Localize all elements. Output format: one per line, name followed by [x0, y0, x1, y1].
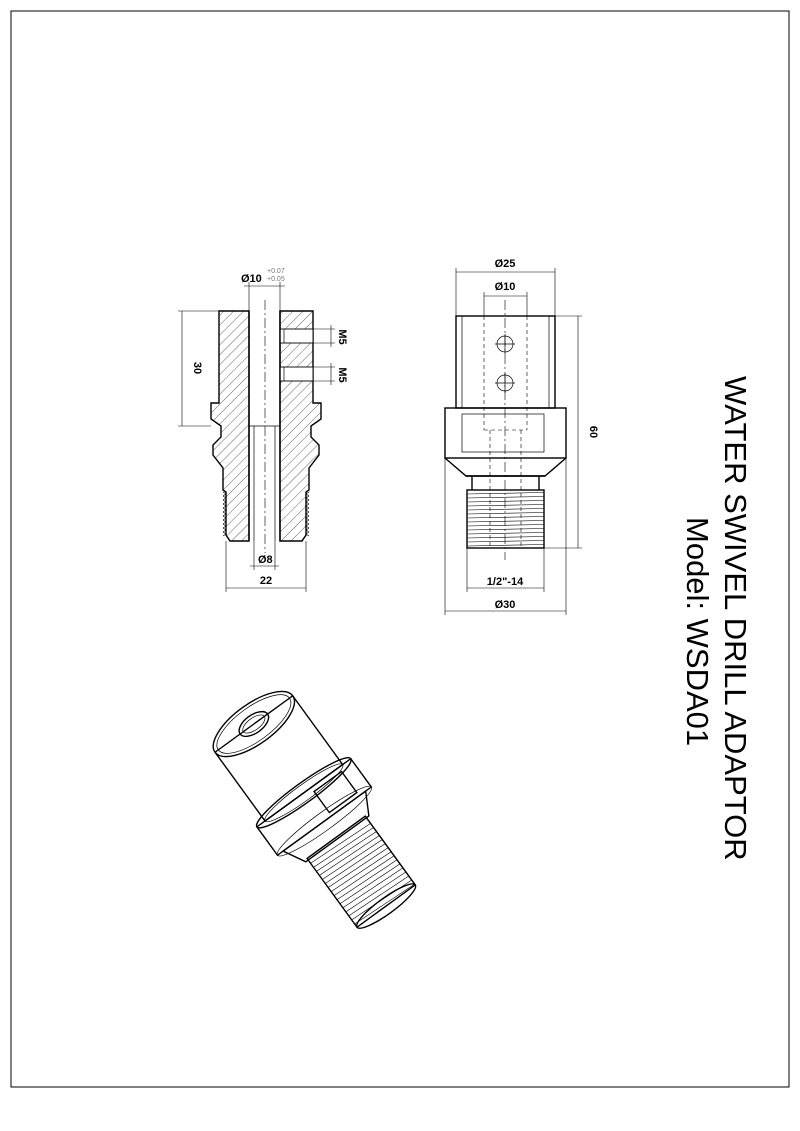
side-length-label: 60 [587, 426, 599, 438]
section-view: Ø10 +0.07 +0.05 30 M5 M5 Ø8 22 [178, 268, 348, 592]
iso-flat-face [313, 770, 358, 814]
side-thread-body [466, 489, 545, 549]
m5-hole-top [279, 328, 314, 344]
section-left-half [210, 310, 250, 542]
section-bore-tol-upper: +0.07 [267, 268, 285, 275]
section-bore-dia-label: Ø10 [241, 273, 262, 285]
sheet-border [10, 10, 790, 1088]
side-bore-dia-label: Ø10 [495, 281, 516, 293]
drawing-model: Model: WSDA01 [680, 517, 715, 746]
side-base-dia-label: Ø30 [495, 599, 516, 611]
title-block: WATER SWIVEL DRILL ADAPTOR Model: WSDA01 [680, 376, 753, 861]
m5-top-label: M5 [336, 329, 348, 344]
m5-bottom-label: M5 [336, 367, 348, 382]
section-height-label: 30 [191, 362, 203, 374]
side-view: Ø25 Ø10 60 1/2"-14 Ø30 [444, 258, 599, 615]
side-outer-dia-label: Ø25 [495, 258, 516, 270]
section-right-half [279, 310, 322, 542]
drawing-title: WATER SWIVEL DRILL ADAPTOR [718, 376, 753, 861]
section-inner-dia-label: Ø8 [258, 554, 273, 566]
side-thread-spec-label: 1/2"-14 [487, 576, 524, 588]
side-taper [444, 457, 567, 477]
m5-hole-bottom [279, 366, 314, 382]
side-upper-body [455, 315, 556, 409]
iso-bore [238, 710, 270, 738]
section-width-label: 22 [260, 575, 272, 587]
isometric-view [212, 690, 417, 929]
section-threads [222, 491, 310, 537]
side-hex-flange [444, 407, 567, 459]
iso-top-face [212, 690, 296, 758]
side-threads [466, 492, 545, 547]
section-bore-tol-lower: +0.05 [267, 276, 285, 283]
